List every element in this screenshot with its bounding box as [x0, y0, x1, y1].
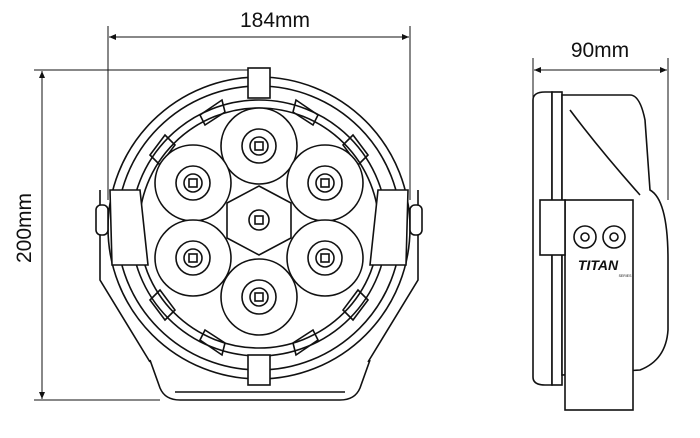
bolt-right	[602, 225, 626, 249]
width-dimension: 184mm	[107, 9, 411, 200]
titan-logo: TITAN	[578, 257, 619, 273]
height-dimension: 200mm	[13, 69, 265, 401]
side-view: TITAN SERIES	[532, 91, 669, 411]
bolt-left	[573, 225, 597, 249]
led-center	[226, 185, 292, 256]
led-lower-left	[154, 219, 232, 297]
width-label: 184mm	[240, 9, 310, 32]
led-lower-right	[286, 219, 364, 297]
depth-dimension: 90mm	[532, 39, 669, 200]
titan-logo-sub: SERIES	[619, 274, 633, 278]
depth-label: 90mm	[571, 39, 629, 62]
front-view	[95, 67, 423, 401]
height-label: 200mm	[13, 193, 36, 263]
led-top	[220, 107, 298, 185]
led-bottom	[220, 258, 298, 336]
led-upper-right	[286, 144, 364, 222]
led-upper-left	[154, 144, 232, 222]
led-cells	[154, 107, 364, 336]
